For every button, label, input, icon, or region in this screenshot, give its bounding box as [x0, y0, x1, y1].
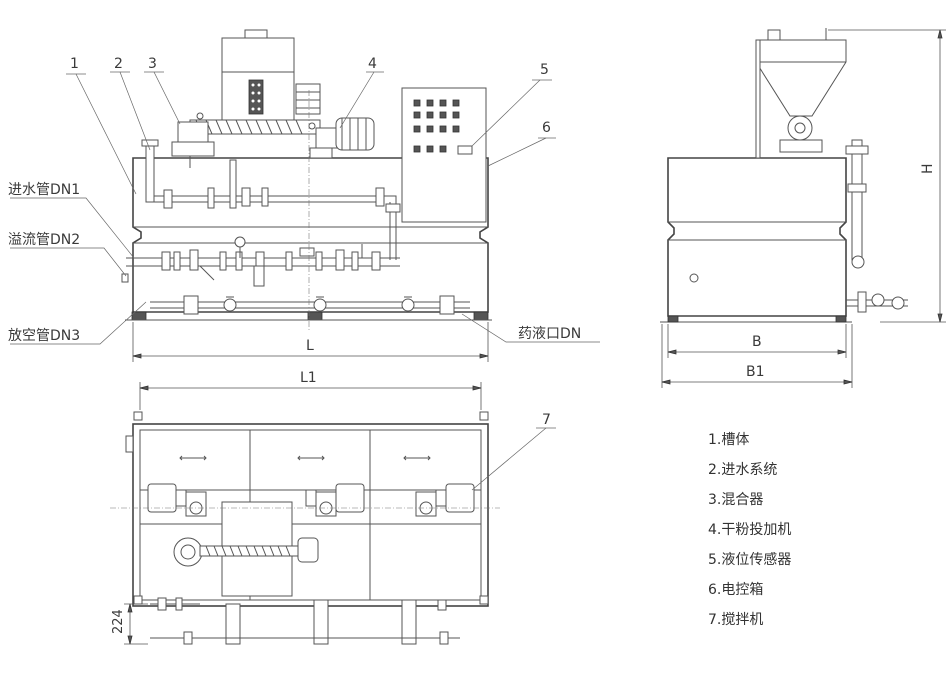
dim-L1: L1 [300, 370, 317, 386]
label-overflow-pipe: 溢流管DN2 [8, 232, 80, 248]
callout-7: 7 [542, 412, 551, 428]
top-view [110, 382, 556, 645]
legend-item-water-inlet-system: 2.进水系统 [708, 462, 778, 478]
callout-3: 3 [148, 56, 157, 72]
legend-item-control-box: 6.电控箱 [708, 582, 764, 598]
legend-item-mixer: 3.混合器 [708, 492, 764, 508]
label-inlet-pipe: 进水管DN1 [8, 182, 80, 198]
legend-item-level-sensor: 5.液位传感器 [708, 552, 792, 568]
parts-legend: 1.槽体 2.进水系统 3.混合器 4.干粉投加机 5.液位传感器 6.电控箱 … [708, 430, 791, 640]
dim-B: B [752, 334, 762, 350]
dim-B1: B1 [746, 364, 765, 380]
dim-224: 224 [111, 609, 126, 634]
dim-L: L [306, 338, 314, 354]
hopper-dots [251, 83, 261, 111]
legend-item-agitator: 7.搅拌机 [708, 612, 764, 628]
label-drain-pipe: 放空管DN3 [8, 328, 80, 344]
control-panel-buttons [413, 99, 473, 155]
legend-item-tank: 1.槽体 [708, 432, 750, 448]
callout-5: 5 [540, 62, 549, 78]
legend-item-dry-powder-feeder: 4.干粉投加机 [708, 522, 792, 538]
callout-4: 4 [368, 56, 377, 72]
front-view [10, 29, 600, 362]
side-view [660, 28, 946, 388]
callout-6: 6 [542, 120, 551, 136]
dim-H: H [920, 163, 936, 174]
label-outlet-port: 药液口DN [518, 326, 581, 342]
callout-2: 2 [114, 56, 123, 72]
callout-1: 1 [70, 56, 79, 72]
